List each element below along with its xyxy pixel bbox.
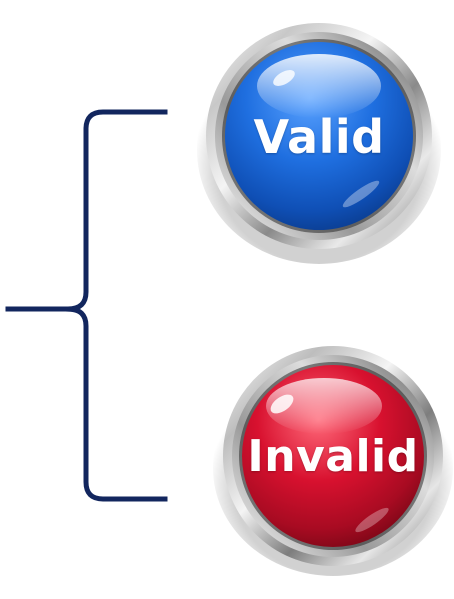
invalid-button[interactable]: Invalid [212,336,454,578]
valid-button-icon [197,23,441,264]
invalid-button-label: Invalid [247,430,419,482]
valid-button-label: Valid [253,110,385,164]
valid-button[interactable]: Valid [196,18,442,264]
invalid-button-icon [213,346,453,576]
